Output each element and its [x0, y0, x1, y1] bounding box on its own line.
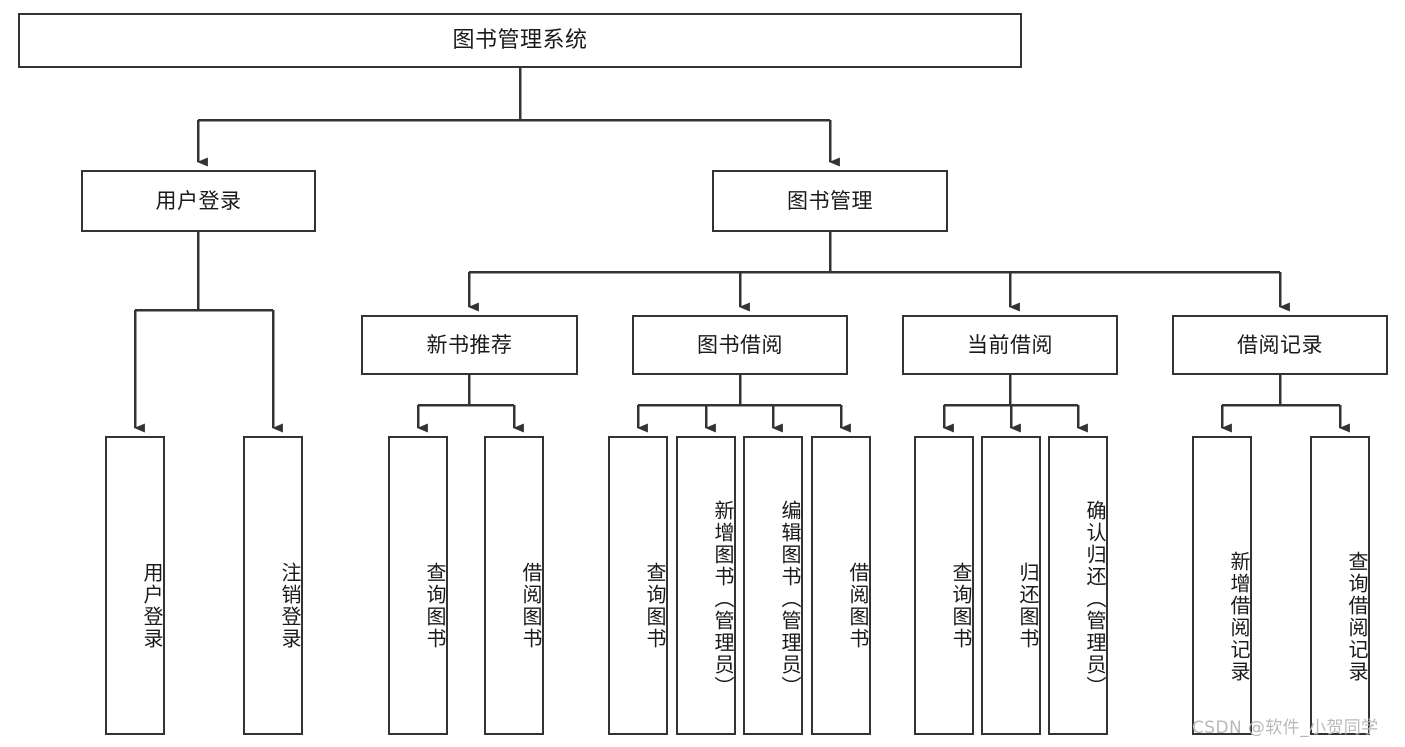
node-book-borrow[interactable]: 图书借阅 — [632, 315, 848, 375]
node-leaf-edit-book[interactable]: 编辑图书（管理员） — [743, 436, 803, 735]
node-user-login[interactable]: 用户登录 — [81, 170, 316, 232]
node-leaf-borrow-book-2[interactable]: 借阅图书 — [811, 436, 871, 735]
node-root[interactable]: 图书管理系统 — [18, 13, 1022, 68]
csdn-watermark: CSDN @软件_小贺同学 — [1192, 718, 1379, 738]
node-leaf-borrow-book-1[interactable]: 借阅图书 — [484, 436, 544, 735]
node-leaf-add-record[interactable]: 新增借阅记录 — [1192, 436, 1252, 735]
node-leaf-query-book-1[interactable]: 查询图书 — [388, 436, 448, 735]
node-new-book-rec[interactable]: 新书推荐 — [361, 315, 578, 375]
node-leaf-return-book[interactable]: 归还图书 — [981, 436, 1041, 735]
node-leaf-confirm-return[interactable]: 确认归还（管理员） — [1048, 436, 1108, 735]
node-book-manage[interactable]: 图书管理 — [712, 170, 948, 232]
node-leaf-query-book-2[interactable]: 查询图书 — [608, 436, 668, 735]
node-leaf-add-book[interactable]: 新增图书（管理员） — [676, 436, 736, 735]
node-leaf-query-record[interactable]: 查询借阅记录 — [1310, 436, 1370, 735]
node-current-borrow[interactable]: 当前借阅 — [902, 315, 1118, 375]
node-leaf-user-logout[interactable]: 注销登录 — [243, 436, 303, 735]
node-borrow-record[interactable]: 借阅记录 — [1172, 315, 1388, 375]
node-leaf-query-book-3[interactable]: 查询图书 — [914, 436, 974, 735]
node-leaf-user-login[interactable]: 用户登录 — [105, 436, 165, 735]
